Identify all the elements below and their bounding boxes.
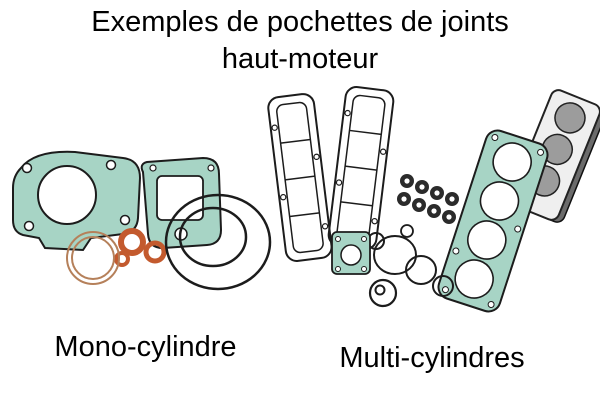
mono-black-rings-drawing bbox=[164, 193, 272, 291]
mono-brown-ring-drawing bbox=[66, 231, 120, 285]
caption-mono-cylindre: Mono-cylindre bbox=[54, 331, 237, 363]
multi-grommets-drawing bbox=[397, 174, 459, 224]
title-line-1: Exemples de pochettes de joints bbox=[91, 6, 509, 38]
mono-cover-gasket-drawing bbox=[140, 156, 223, 250]
multi-small-gasket-drawing bbox=[331, 231, 371, 275]
mono-orings-drawing bbox=[114, 228, 167, 267]
page-title: Exemples de pochettes de joints haut-mot… bbox=[0, 4, 600, 78]
multi-cover-gasket-b-drawing bbox=[327, 86, 395, 251]
mono-head-gasket-drawing bbox=[12, 150, 142, 252]
title-line-2: haut-moteur bbox=[221, 43, 379, 75]
multi-cylinder-gasket-illustration bbox=[267, 86, 600, 313]
multi-head-gasket-drawing bbox=[437, 129, 549, 313]
multi-cover-gasket-a-drawing bbox=[267, 93, 333, 262]
mono-cylinder-gasket-illustration bbox=[12, 150, 272, 291]
multi-washer-drawing bbox=[368, 278, 398, 308]
caption-multi-cylindres: Multi-cylindres bbox=[339, 342, 525, 374]
